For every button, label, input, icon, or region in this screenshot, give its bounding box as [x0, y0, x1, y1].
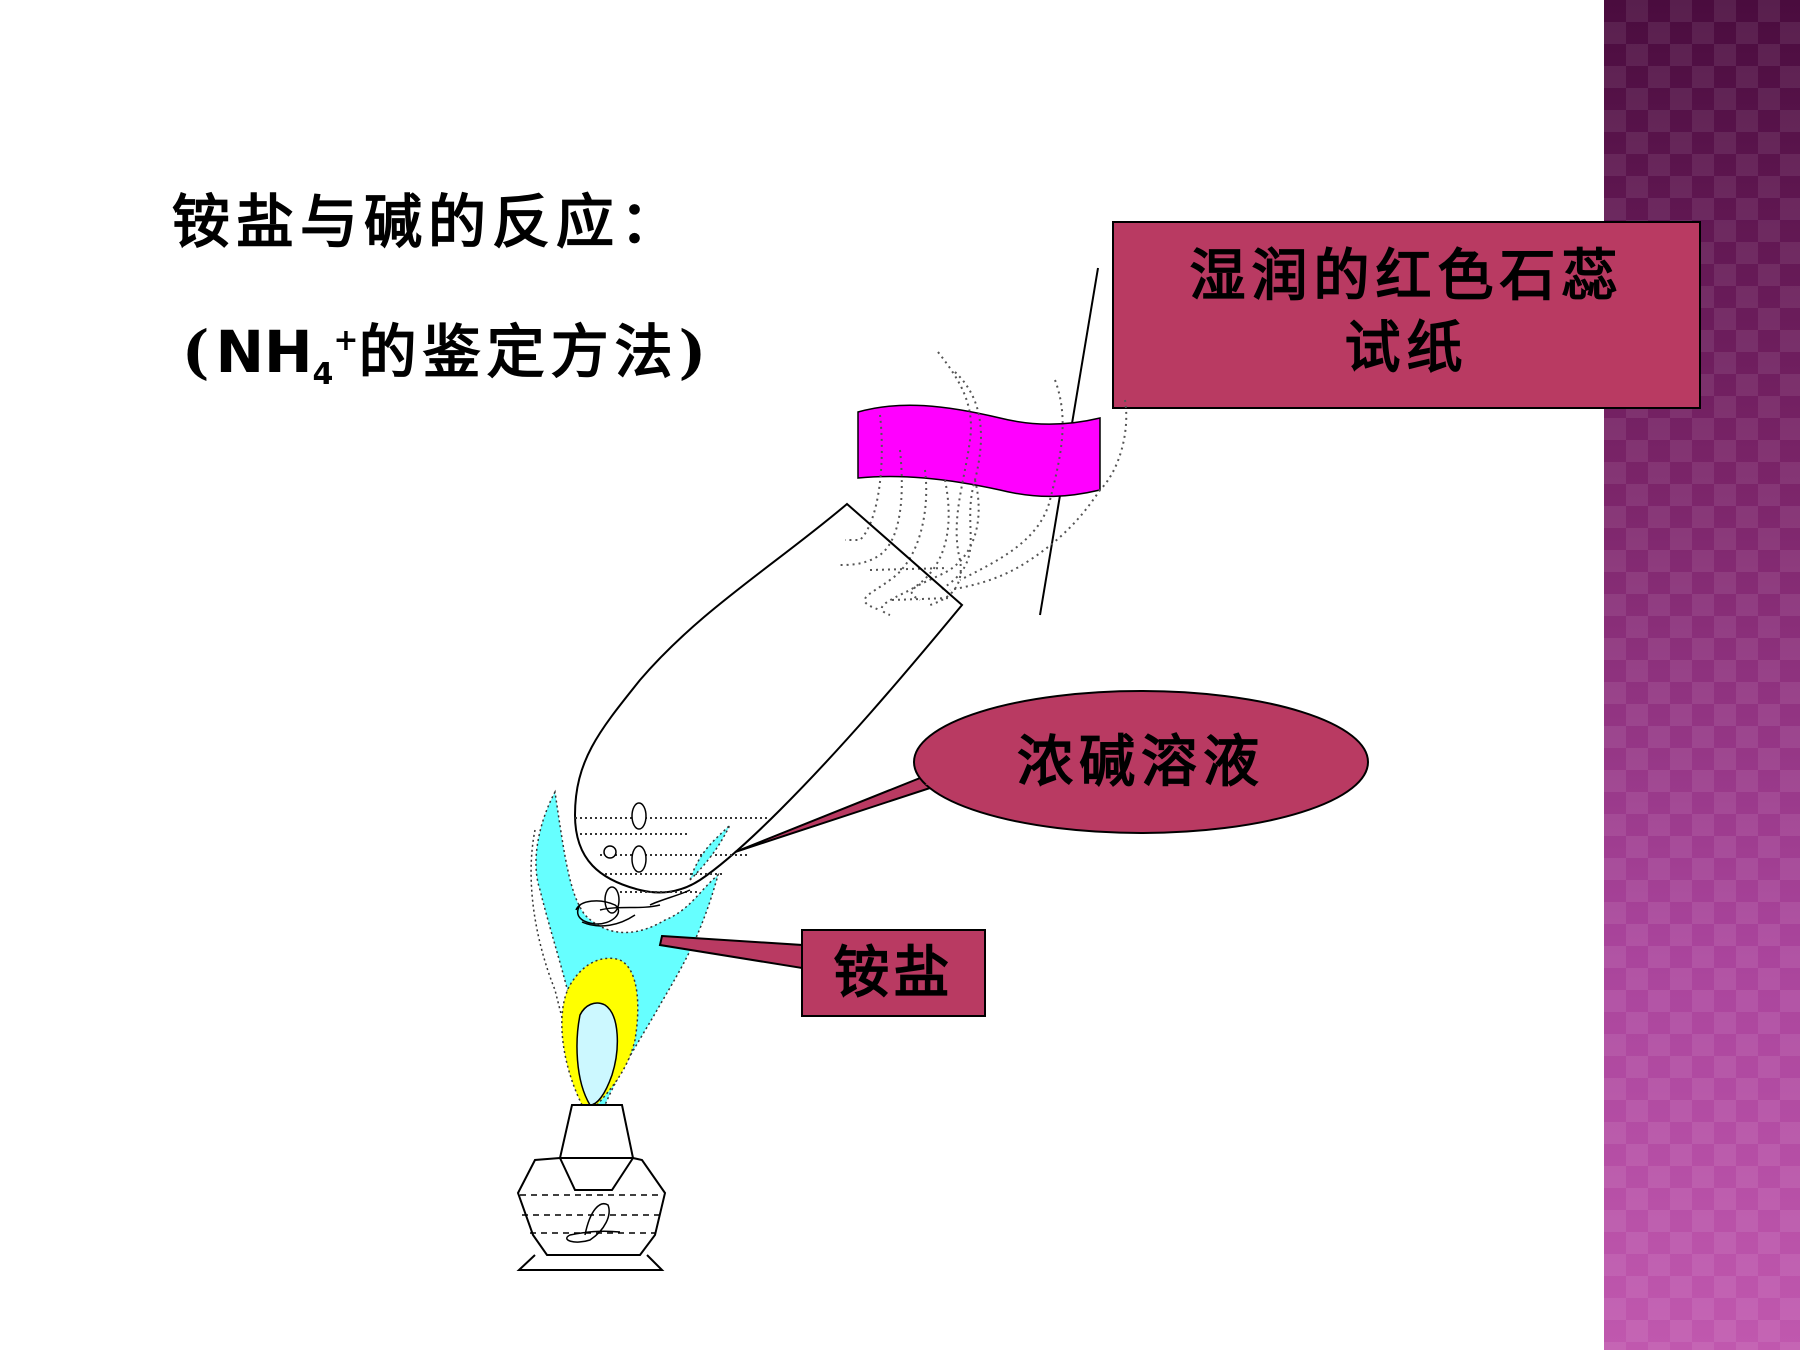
subtitle-ion-charge: +	[333, 323, 359, 358]
alkali-callout-bubble	[913, 690, 1369, 834]
subtitle-open-paren: (	[182, 318, 216, 386]
bubbles	[603, 802, 647, 914]
subtitle-ion-subscript: 4	[312, 357, 334, 392]
flame-core	[576, 1002, 619, 1106]
alkali-label: 浓碱溶液	[1017, 729, 1265, 795]
ammonium-salt-label: 铵盐	[833, 940, 954, 1006]
rising-gas-lines	[839, 351, 1128, 616]
alcohol-lamp	[516, 1104, 667, 1271]
alkali-callout-join	[925, 765, 985, 785]
subtitle-ion-formula: NH4+	[215, 318, 359, 392]
litmus-label-line2: 试纸	[1344, 315, 1469, 381]
salt-callout-box	[801, 929, 986, 1017]
flame-wisp-right	[689, 824, 731, 881]
slide-subtitle: (NH4+的鉴定方法)	[182, 305, 712, 392]
subtitle-rest: 的鉴定方法)	[358, 318, 713, 386]
red-litmus-paper	[857, 404, 1101, 498]
slide-title: 铵盐与碱的反应：	[172, 188, 685, 256]
subtitle-ion-symbol: NH	[215, 318, 313, 386]
lamp-wick	[566, 1203, 621, 1243]
ammonium-salt-sample	[575, 889, 691, 927]
litmus-label-line1: 湿润的红色石蕊	[1189, 243, 1624, 309]
test-tube	[573, 502, 964, 894]
litmus-label: 湿润的红色石蕊 试纸	[1113, 240, 1700, 384]
litmus-callout-box	[1112, 221, 1701, 409]
